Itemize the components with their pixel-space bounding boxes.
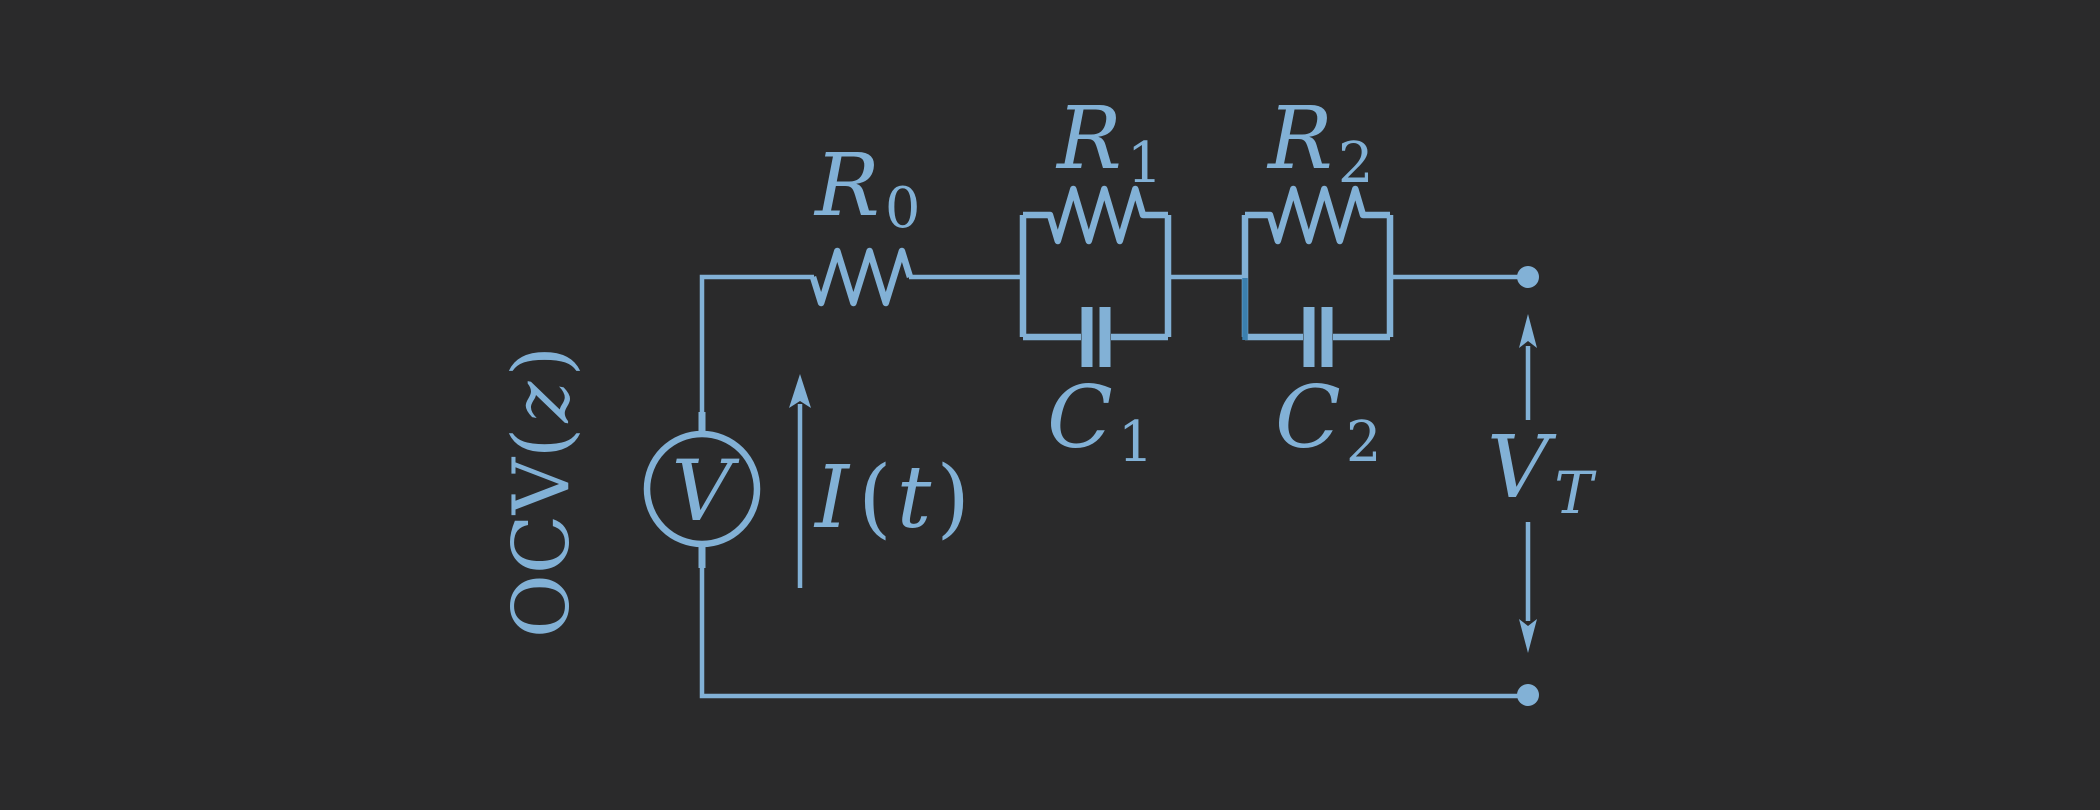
voltage-source-circle: [643, 430, 761, 548]
current-arrow-head: [789, 374, 811, 408]
c1-label: C 1: [1047, 368, 1154, 475]
vt-arrow-bottom-head: [1519, 619, 1537, 653]
c2-label: C 2: [1275, 368, 1382, 475]
voltage-source-label: V: [672, 442, 740, 540]
terminal-dot-top: [1517, 266, 1539, 288]
r1-label: R 1: [1055, 89, 1163, 196]
ocv-label: OCV( z ): [497, 346, 587, 638]
wire-source-to-r0: [699, 274, 814, 436]
terminal-voltage-label: V T: [1487, 418, 1597, 527]
resistor-r0-zigzag: [809, 247, 914, 307]
r0-label: R 0: [813, 136, 921, 241]
resistor-r2-zigzag: [1245, 185, 1390, 245]
wire-bottom-return: [699, 542, 1526, 699]
terminal-dot-bottom: [1517, 684, 1539, 706]
vt-arrow-top-head: [1519, 314, 1537, 348]
r2-label: R 2: [1266, 89, 1374, 196]
resistor-r1-zigzag: [1023, 185, 1168, 245]
current-label: I ( t ): [813, 448, 970, 548]
